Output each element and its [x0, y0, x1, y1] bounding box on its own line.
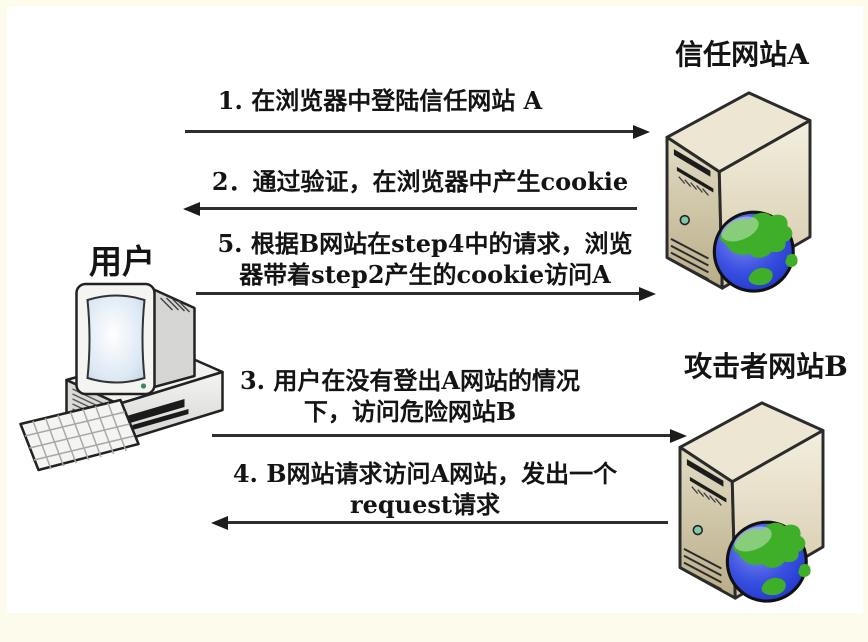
globe-icon	[725, 520, 811, 603]
desktop-computer-icon	[19, 282, 224, 472]
server-a-label: 信任网站A	[675, 38, 809, 71]
arrow-left-icon	[183, 202, 200, 216]
step1-arrow	[185, 125, 650, 139]
step4-arrow	[211, 516, 668, 530]
step1-line1: 1. 在浏览器中登陆信任网站 A	[217, 86, 543, 115]
user-label: 用户	[89, 242, 155, 281]
step4-line2: request请求	[349, 490, 500, 519]
arrow-left-icon	[211, 516, 228, 530]
step5-line1: 5. 根据B网站在step4中的请求，浏览	[217, 229, 633, 258]
arrow-line	[185, 130, 638, 133]
server-tower-icon	[678, 401, 825, 603]
step4-line1: 4. B网站请求访问A网站，发出一个	[232, 459, 618, 488]
step2-line1: 2．通过验证，在浏览器中产生cookie	[211, 167, 629, 196]
step3-arrow	[212, 429, 687, 443]
step3-label: 3. 用户在没有登出A网站的情况 下，访问危险网站B	[210, 365, 610, 427]
step5-arrow	[196, 287, 656, 301]
step5-line2: 器带着step2产生的cookie访问A	[239, 260, 611, 289]
step4-label: 4. B网站请求访问A网站，发出一个 request请求	[210, 458, 640, 520]
arrow-line	[196, 292, 644, 295]
arrow-line	[212, 434, 675, 437]
arrow-right-icon	[639, 287, 656, 301]
arrow-line	[195, 207, 637, 210]
globe-icon	[712, 210, 798, 293]
step2-arrow	[183, 202, 637, 216]
server-b-label: 攻击者网站B	[684, 350, 848, 383]
step3-line2: 下，访问危险网站B	[303, 397, 517, 426]
step1-label: 1. 在浏览器中登陆信任网站 A	[190, 85, 570, 116]
step2-label: 2．通过验证，在浏览器中产生cookie	[195, 166, 645, 197]
step3-line1: 3. 用户在没有登出A网站的情况	[239, 366, 581, 395]
arrow-right-icon	[633, 125, 650, 139]
arrow-line	[223, 521, 668, 524]
arrow-right-icon	[670, 429, 687, 443]
step5-label: 5. 根据B网站在step4中的请求，浏览 器带着step2产生的cookie访…	[195, 228, 655, 290]
server-tower-icon	[665, 91, 812, 293]
